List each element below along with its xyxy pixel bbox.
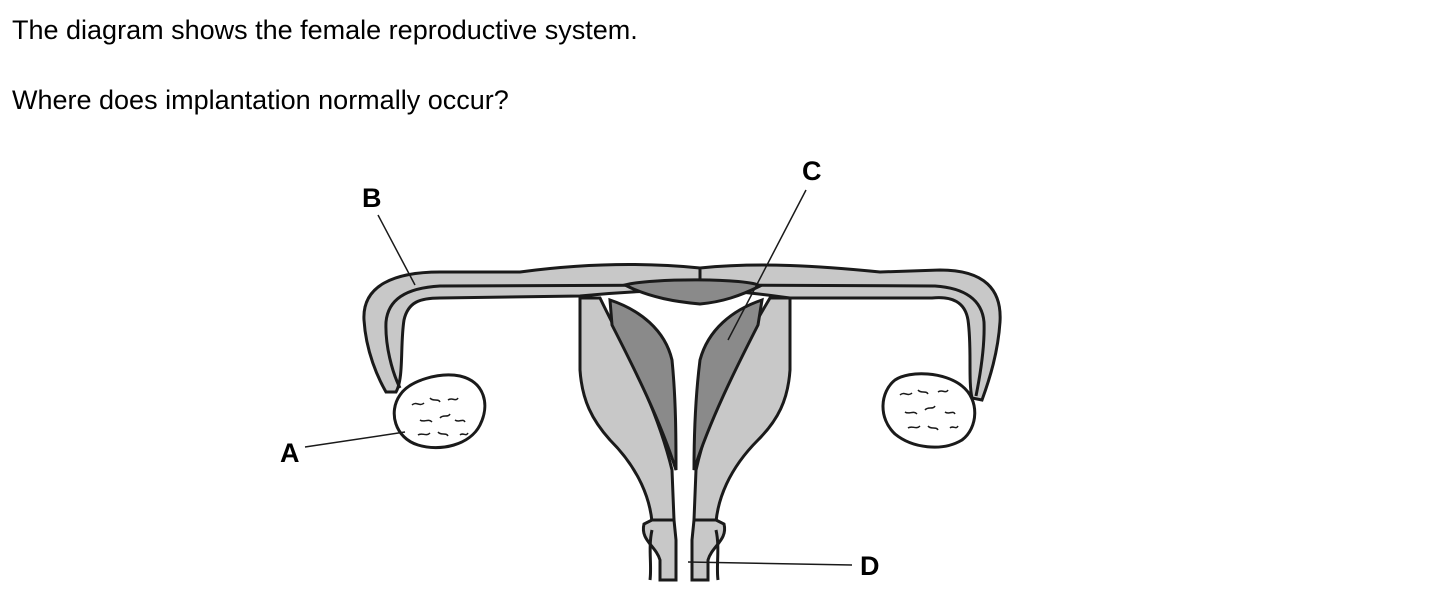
vagina-left-wall — [648, 529, 654, 581]
endometrium-left — [608, 297, 678, 471]
leader-line-c — [727, 189, 807, 341]
left-oviduct-lumen — [384, 283, 691, 389]
label-b: B — [362, 183, 382, 213]
left-ovary — [392, 373, 487, 450]
question-prompt: Where does implantation normally occur? — [12, 85, 509, 115]
leader-line-d — [687, 561, 853, 566]
leader-line-b — [377, 214, 416, 286]
cervix-right — [690, 518, 727, 582]
left-oviduct — [362, 263, 702, 394]
label-c: C — [802, 156, 822, 186]
question-stem: The diagram shows the female reproductiv… — [12, 15, 638, 45]
right-oviduct-lumen — [709, 283, 986, 397]
leader-line-a — [304, 431, 406, 448]
endometrium-right — [692, 297, 764, 471]
right-ovary — [881, 372, 977, 449]
label-a: A — [280, 438, 300, 468]
label-d: D — [860, 551, 880, 581]
uterine-fundus — [620, 278, 763, 306]
cervix-left — [641, 518, 678, 582]
vagina-right-wall — [714, 529, 720, 581]
